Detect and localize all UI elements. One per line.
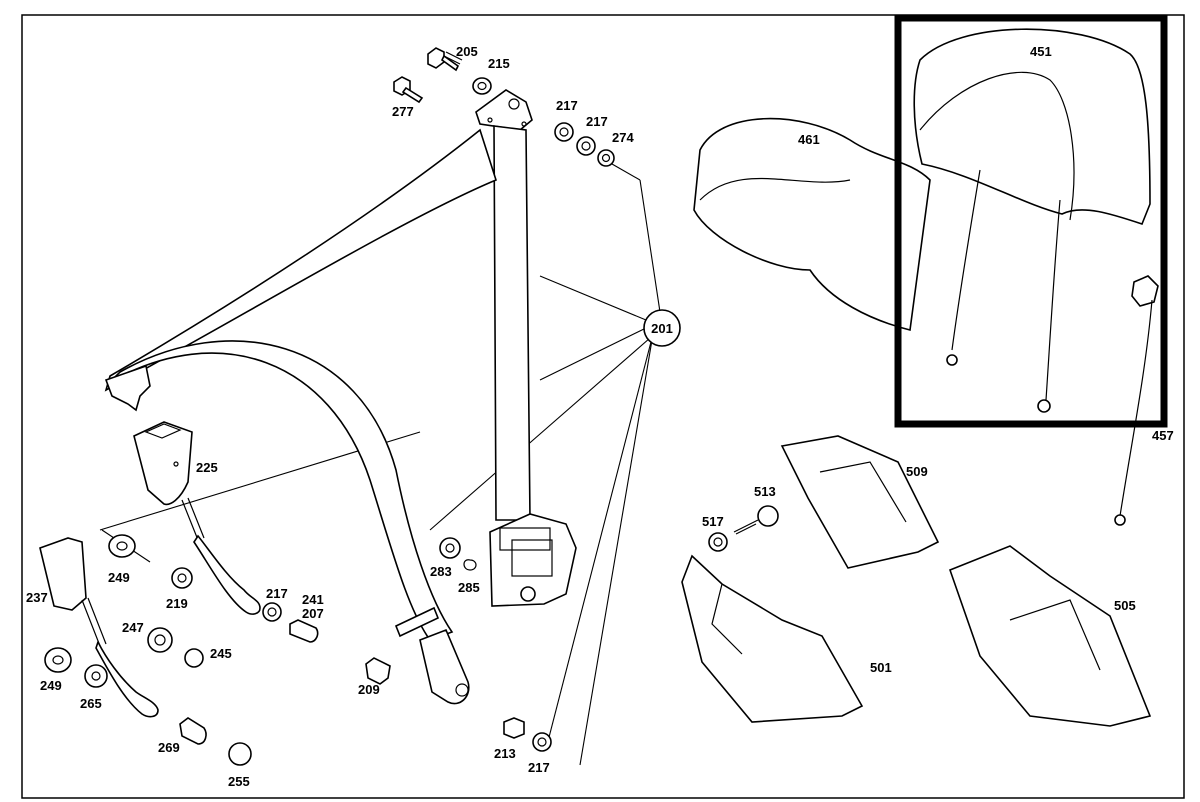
callout-245: 245 — [210, 646, 232, 661]
callout-501: 501 — [870, 660, 892, 675]
highlight-box — [894, 14, 1168, 428]
callout-265: 265 — [80, 696, 102, 711]
callout-517: 517 — [702, 514, 724, 529]
callout-205: 205 — [456, 44, 478, 59]
buckle-225 — [133, 421, 261, 615]
callout-457: 457 — [1152, 428, 1174, 443]
anchor-bolt-205 — [427, 47, 463, 72]
screw-513-washer-517 — [708, 505, 779, 552]
callout-213: 213 — [494, 746, 516, 761]
callout-217: 217 — [528, 760, 550, 775]
callout-461: 461 — [798, 132, 820, 147]
callout-255: 255 — [228, 774, 250, 789]
callout-505: 505 — [1114, 598, 1136, 613]
hub-callout: 201 — [643, 309, 681, 347]
headrest-rod-457 — [1114, 275, 1159, 526]
callout-277: 277 — [392, 104, 414, 119]
callout-217: 217 — [266, 586, 288, 601]
callout-513: 513 — [754, 484, 776, 499]
callout-237: 237 — [26, 590, 48, 605]
hub-label: 201 — [651, 321, 673, 336]
callout-217: 217 — [556, 98, 578, 113]
callout-207: 207 — [302, 606, 324, 621]
callout-283: 283 — [430, 564, 452, 579]
washer-215 — [472, 77, 492, 95]
callout-249: 249 — [108, 570, 130, 585]
cover-501 — [681, 554, 864, 723]
cover-505 — [948, 545, 1152, 727]
callout-209: 209 — [358, 682, 380, 697]
callout-269: 269 — [158, 740, 180, 755]
headrest-451 — [913, 28, 1151, 413]
callout-285: 285 — [458, 580, 480, 595]
headrest-461 — [693, 117, 931, 331]
callout-274: 274 — [612, 130, 634, 145]
callout-labels: 205 215 277 217 217 274 461 451 457 225 … — [26, 44, 1174, 789]
small-fasteners-left — [44, 534, 552, 766]
buckle-237 — [39, 537, 159, 718]
washers-217-274 — [554, 122, 615, 167]
callout-249: 249 — [40, 678, 62, 693]
callout-215: 215 — [488, 56, 510, 71]
callout-241: 241 — [302, 592, 324, 607]
diagram-border — [21, 14, 1185, 799]
cover-509 — [780, 435, 940, 569]
callout-451: 451 — [1030, 44, 1052, 59]
callout-219: 219 — [166, 596, 188, 611]
callout-225: 225 — [196, 460, 218, 475]
belt-retractor — [489, 513, 577, 607]
bolt-277 — [393, 76, 424, 104]
callout-247: 247 — [122, 620, 144, 635]
callout-509: 509 — [906, 464, 928, 479]
seat-belt-webbing — [104, 89, 533, 705]
callout-217: 217 — [586, 114, 608, 129]
